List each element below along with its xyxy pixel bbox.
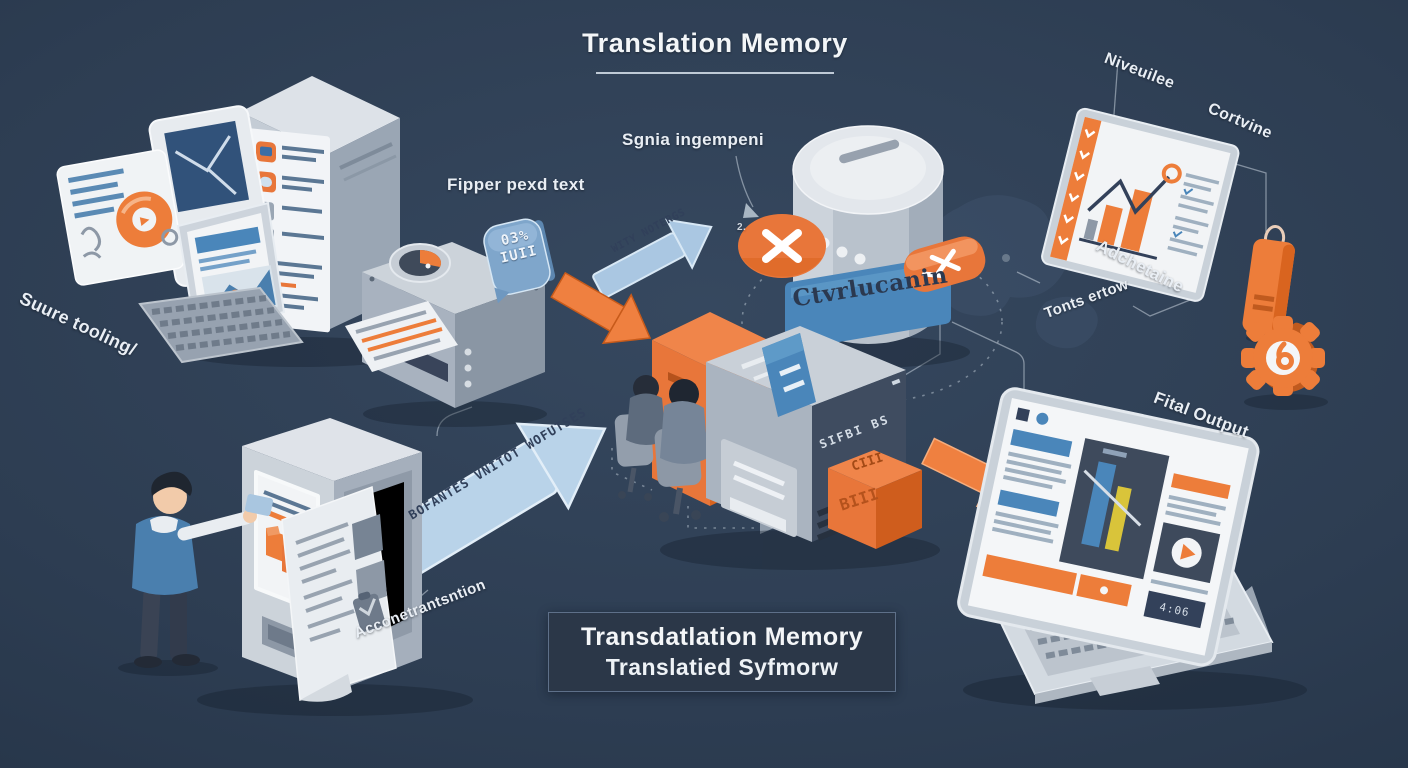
callout-fipper-text: Fipper pexd text bbox=[447, 175, 585, 194]
workers bbox=[614, 375, 708, 522]
report-monitor bbox=[1041, 107, 1240, 302]
caption-line2: Translatied Syfmorw bbox=[605, 654, 839, 680]
callout-signal-ingest: Sgnia ingempeni bbox=[622, 130, 765, 149]
match-percent-badge bbox=[483, 218, 556, 304]
output-crate bbox=[828, 450, 922, 549]
translation-memory-database bbox=[738, 125, 986, 368]
brand-card bbox=[56, 149, 185, 286]
callout-step-marker: 2. bbox=[737, 222, 747, 233]
gear-icon bbox=[1241, 316, 1325, 396]
dotted-paths bbox=[611, 241, 1003, 529]
title-underline bbox=[596, 72, 834, 74]
signal-arrowhead bbox=[743, 203, 759, 218]
x-tag-right bbox=[903, 236, 986, 292]
small-blue-arrow bbox=[592, 218, 713, 299]
person bbox=[132, 471, 274, 668]
laptop: 4:06 bbox=[957, 387, 1274, 704]
caption-box: Transdatlation Memory Translatied Syfmor… bbox=[548, 612, 896, 692]
world-map bbox=[922, 186, 1122, 349]
page-title: Translation Memory bbox=[582, 28, 848, 58]
dotted-arrowhead bbox=[760, 522, 774, 534]
orange-arrow-ingest bbox=[550, 271, 652, 345]
caption-line1: Transdatlation Memory bbox=[580, 623, 864, 651]
laptop-screen: 4:06 bbox=[957, 387, 1260, 667]
keyboard bbox=[138, 286, 304, 364]
usb-stick bbox=[1242, 225, 1295, 336]
laptop-time-badge: 4:06 bbox=[1158, 600, 1191, 619]
translated-paper bbox=[281, 485, 397, 702]
